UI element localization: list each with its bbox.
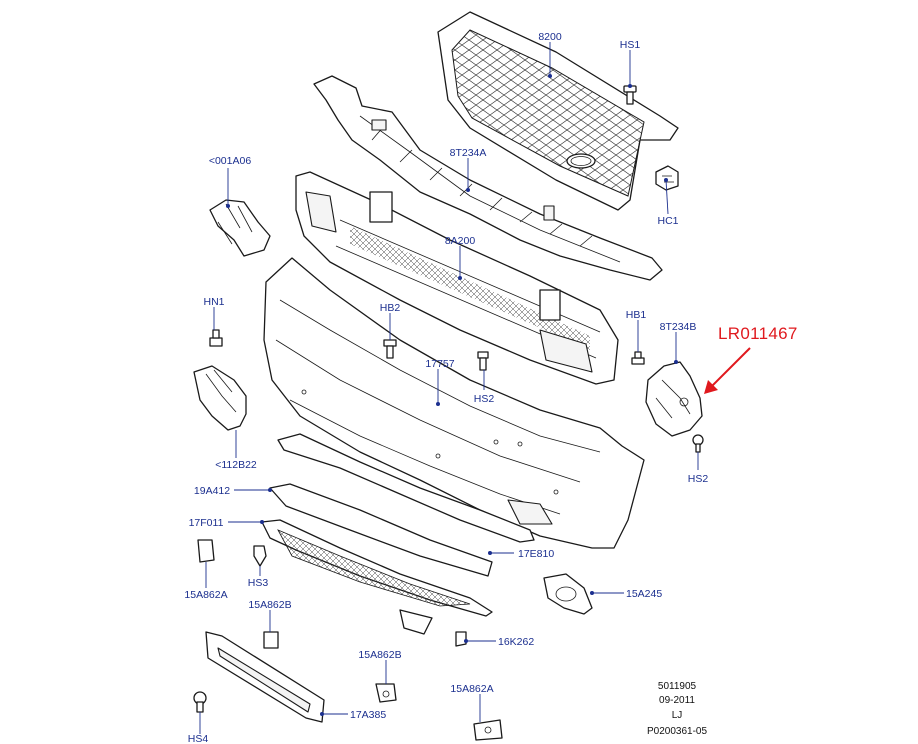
lip-spoiler-part: [269, 483, 493, 577]
label-17f011: 17F011: [189, 517, 224, 529]
label-8200: 8200: [538, 31, 562, 43]
label-17757: 17757: [425, 358, 454, 370]
stamp-line-3: LJ: [672, 710, 683, 721]
clip-15a862b-lower-part: [375, 683, 397, 703]
label-8a200: 8A200: [445, 235, 476, 247]
label-112b22: <112B22: [215, 459, 257, 471]
label-17a385: 17A385: [350, 709, 386, 721]
bumper-cover-part: [263, 257, 645, 549]
label-15a245: 15A245: [626, 588, 662, 600]
hs3-screw-part: [253, 545, 267, 567]
side-bracket-part: [645, 361, 703, 437]
label-8t234a: 8T234A: [450, 147, 487, 159]
label-hs3: HS3: [248, 577, 269, 589]
left-bracket-part: [209, 199, 271, 257]
leader-lines: [199, 42, 699, 734]
hs1-screw-part: [623, 85, 637, 105]
hc1-clip-part: [655, 165, 679, 191]
lower-grille-part: [261, 519, 493, 635]
hs2-center-screw-part: [477, 351, 489, 371]
hs4-screw-part: [193, 691, 207, 713]
clip-16k262-part: [455, 631, 467, 647]
stamp-line-4: P0200361-05: [647, 726, 707, 737]
label-8t234b: 8T234B: [660, 321, 697, 333]
stamp-line-1: 5011905: [658, 681, 697, 692]
label-16k262: 16K262: [498, 636, 534, 648]
label-15a862b-upper: 15A862B: [248, 599, 291, 611]
upper-bracket-part: [313, 75, 663, 281]
part-number-callout: LR011467: [704, 324, 798, 394]
hb1-bolt-part: [631, 351, 645, 365]
plate-bracket-part: [205, 631, 325, 723]
hn1-nut-part: [209, 329, 223, 347]
bumper-beam-part: [295, 171, 619, 385]
label-15a862a-lower: 15A862A: [450, 683, 493, 695]
label-hs2-center: HS2: [474, 393, 495, 405]
label-hs1: HS1: [620, 39, 641, 51]
label-19a412: 19A412: [194, 485, 230, 497]
front-grille-part: [437, 11, 679, 211]
label-17e810: 17E810: [518, 548, 554, 560]
label-hb1: HB1: [626, 309, 647, 321]
hs2-right-screw-part: [692, 434, 704, 453]
stamp-line-2: 09-2011: [659, 695, 695, 706]
clip-15a862b-upper-part: [263, 631, 279, 649]
label-15a862b-lower: 15A862B: [358, 649, 401, 661]
label-001a06: <001A06: [209, 155, 251, 167]
diagram-stamp: 5011905 09-2011 LJ P0200361-05: [647, 681, 707, 737]
lower-trim-part: [277, 433, 535, 543]
label-hs4: HS4: [188, 733, 209, 744]
callout-text: LR011467: [718, 324, 798, 343]
fog-bezel-part: [543, 573, 593, 615]
label-hb2: HB2: [380, 302, 401, 314]
label-hn1: HN1: [203, 296, 224, 308]
label-hs2-right: HS2: [688, 473, 709, 485]
clip-15a862a-left-part: [197, 539, 215, 563]
label-15a862a-left: 15A862A: [184, 589, 227, 601]
clip-15a862a-lower-part: [473, 719, 503, 741]
left-mount-part: [193, 365, 247, 431]
label-hc1: HC1: [657, 215, 678, 227]
part-labels: 8200 HS1 8T234A HC1 <001A06 8A200 HN1 HB…: [184, 31, 708, 744]
